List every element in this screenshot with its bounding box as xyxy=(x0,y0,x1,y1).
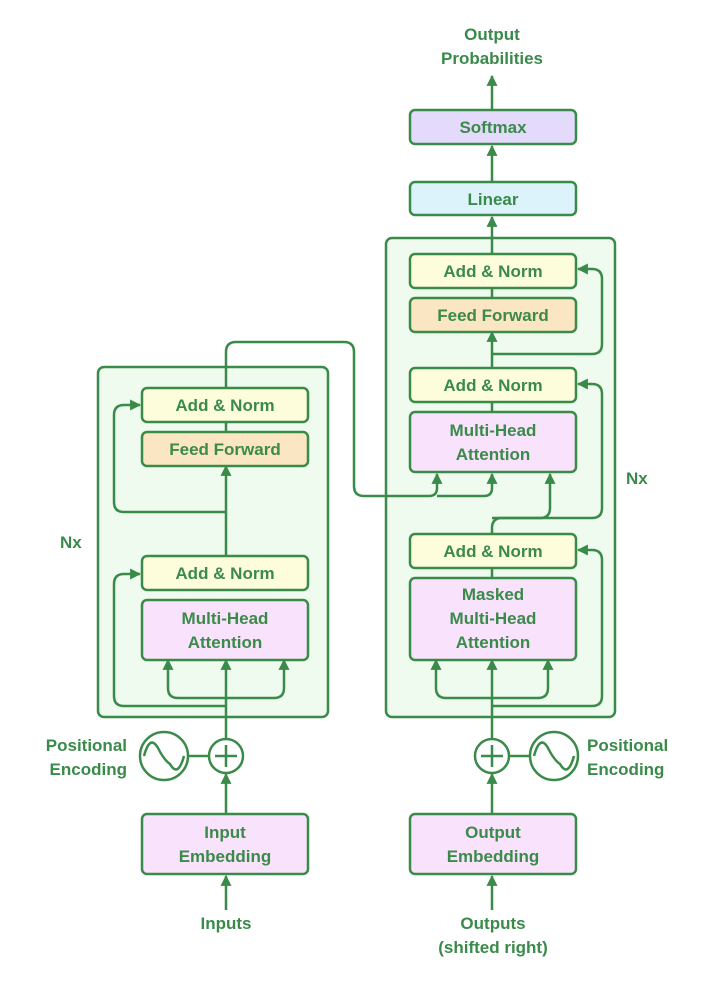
encoder-residual-2 xyxy=(112,399,226,514)
decoder-residual-3 xyxy=(492,263,604,356)
input-embedding: Input Embedding xyxy=(140,812,310,876)
encoder-output-to-decoder xyxy=(224,340,443,498)
decoder-positional-encoding-label: Positional xyxy=(587,736,668,755)
encoder-add-norm-top: Add & Norm xyxy=(140,386,310,424)
decoder-add-circle xyxy=(473,737,511,775)
encoder-multi-head-attention: Multi-Head Attention xyxy=(140,598,310,662)
softmax-layer: Softmax xyxy=(408,108,578,146)
encoder-residual-1 xyxy=(112,568,226,708)
decoder-add-norm-bottom: Add & Norm xyxy=(408,532,578,570)
svg-text:Add & Norm: Add & Norm xyxy=(175,564,274,583)
svg-text:Attention: Attention xyxy=(188,633,263,652)
encoder-repeat-label: Nx xyxy=(60,533,82,552)
decoder-positional-encoding-icon xyxy=(528,730,580,782)
decoder-attn-branch-right xyxy=(492,658,554,700)
svg-text:Multi-Head: Multi-Head xyxy=(450,421,537,440)
encoder-feed-forward: Feed Forward xyxy=(140,430,310,468)
svg-text:Embedding: Embedding xyxy=(447,847,540,866)
svg-text:Linear: Linear xyxy=(467,190,518,209)
encoder-positional-encoding-label-2: Encoding xyxy=(50,760,127,779)
svg-text:Input: Input xyxy=(204,823,246,842)
svg-text:Embedding: Embedding xyxy=(179,847,272,866)
svg-text:Add & Norm: Add & Norm xyxy=(175,396,274,415)
output-embedding: Output Embedding xyxy=(408,812,578,876)
linear-layer: Linear xyxy=(408,180,578,217)
decoder-cross-attention: Multi-Head Attention xyxy=(408,410,578,474)
decoder-attn-branch-left xyxy=(430,658,492,700)
encoder-output-to-decoder-v xyxy=(437,472,498,498)
encoder-attn-branch-right xyxy=(226,658,290,700)
svg-text:Softmax: Softmax xyxy=(459,118,527,137)
decoder-residual-2 xyxy=(492,378,604,520)
decoder-positional-encoding-label-2: Encoding xyxy=(587,760,664,779)
encoder-positional-encoding-label: Positional xyxy=(46,736,127,755)
decoder-add-norm-top: Add & Norm xyxy=(408,252,578,290)
svg-text:Add & Norm: Add & Norm xyxy=(443,376,542,395)
decoder-outputs-label-2: (shifted right) xyxy=(438,938,548,957)
decoder-repeat-label: Nx xyxy=(626,469,648,488)
decoder-residual-1 xyxy=(492,544,604,708)
svg-text:Masked: Masked xyxy=(462,585,524,604)
svg-text:Feed Forward: Feed Forward xyxy=(437,306,548,325)
decoder-outputs-label: Outputs xyxy=(460,914,525,933)
encoder-positional-encoding-icon xyxy=(138,730,190,782)
encoder-add-norm-bottom: Add & Norm xyxy=(140,554,310,592)
encoder-inputs-label: Inputs xyxy=(201,914,252,933)
encoder-attn-branch-left xyxy=(162,658,226,700)
svg-text:Multi-Head: Multi-Head xyxy=(450,609,537,628)
connections xyxy=(112,74,604,910)
svg-text:Add & Norm: Add & Norm xyxy=(443,542,542,561)
encoder-add-circle xyxy=(207,737,245,775)
decoder-add-norm-middle: Add & Norm xyxy=(408,366,578,404)
svg-text:Attention: Attention xyxy=(456,633,531,652)
svg-text:Multi-Head: Multi-Head xyxy=(182,609,269,628)
output-probabilities-label: Output xyxy=(464,25,520,44)
svg-text:Feed Forward: Feed Forward xyxy=(169,440,280,459)
output-probabilities-label-2: Probabilities xyxy=(441,49,543,68)
decoder-masked-attention: Masked Multi-Head Attention xyxy=(408,576,578,662)
svg-text:Attention: Attention xyxy=(456,445,531,464)
svg-text:Add & Norm: Add & Norm xyxy=(443,262,542,281)
svg-text:Output: Output xyxy=(465,823,521,842)
decoder-feed-forward: Feed Forward xyxy=(408,296,578,334)
